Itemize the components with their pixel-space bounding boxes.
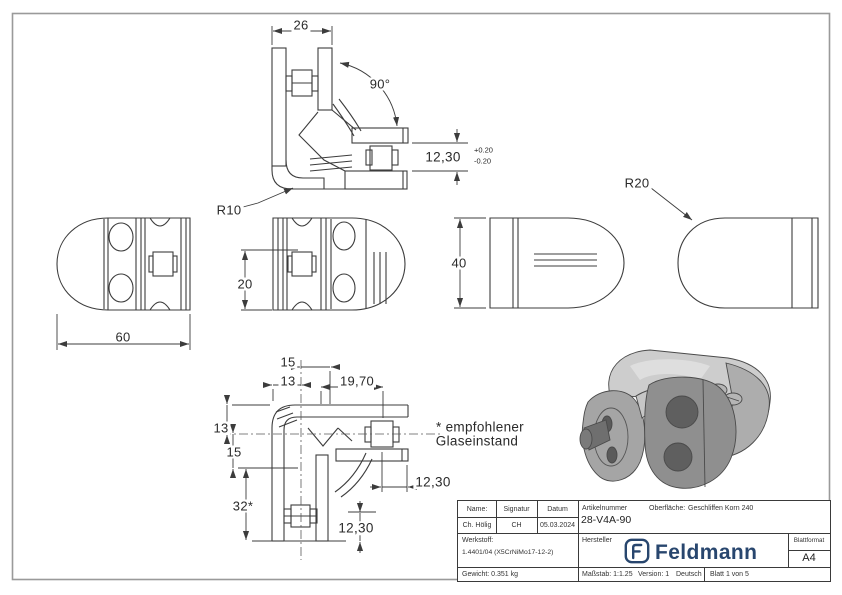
dim-bot-15-left: 15 — [224, 444, 244, 460]
dim-mid-height: 20 — [235, 276, 255, 292]
dims-bottom-section — [223, 363, 419, 553]
dim-top-angle: 90° — [367, 76, 393, 92]
glass-inset-note-line2: Glaseinstand — [435, 433, 519, 449]
dim-bot-12-30-bottom: 12,30 — [336, 520, 376, 536]
dim-bot-19-70: 19,70 — [337, 373, 377, 389]
dim-top-radius: R10 — [214, 202, 244, 218]
view-side-r20 — [677, 217, 819, 309]
dims-side-r20 — [650, 187, 693, 221]
title-block: Name: Signatur Datum Ch. Hölig CH 05.03.… — [457, 500, 831, 582]
brand-logo-icon — [624, 538, 650, 564]
hersteller-label: Hersteller — [582, 537, 612, 544]
view-front-section — [271, 47, 409, 190]
signatur-label: Signatur — [503, 505, 530, 513]
view-isometric — [579, 349, 771, 489]
oberflaeche-value: Geschliffen Korn 240 — [688, 505, 754, 512]
werkstoff-label: Werkstoff: — [462, 537, 494, 544]
name-label: Name: — [466, 505, 488, 513]
datum-value: 05.03.2024 — [539, 521, 576, 529]
dim-top-gap: 12,30 — [423, 149, 463, 165]
blattformat-label: Blattformat — [793, 537, 825, 545]
dim-top-gap-tol-minus: -0.20 — [474, 156, 492, 166]
sprache-value: Deutsch — [676, 571, 702, 578]
blatt-value: Blatt 1 von 5 — [710, 571, 749, 578]
datum-label: Datum — [547, 505, 568, 513]
dim-bot-12-30-right: 12,30 — [413, 474, 453, 490]
werkstoff-value: 1.4401/04 (X5CrNiMo17-12-2) — [462, 549, 554, 556]
dim-left-width: 60 — [113, 329, 133, 345]
dim-top-gap-tol-plus: +0.20 — [474, 145, 493, 155]
name-value: Ch. Hölig — [462, 521, 492, 529]
view-left — [56, 217, 191, 311]
artikelnummer-label: Artikelnummer — [582, 505, 628, 512]
view-side-40 — [489, 217, 625, 309]
dim-right-radius: R20 — [622, 175, 652, 191]
gewicht-value: Gewicht: 0.351 kg — [462, 571, 519, 578]
massstab-value: Maßstab: 1:1.25 — [582, 571, 633, 578]
dim-bot-13-top: 13 — [278, 373, 298, 389]
dim-top-width: 26 — [291, 17, 311, 33]
oberflaeche-label: Oberfläche: — [649, 505, 686, 512]
centerlines-bottom — [222, 360, 440, 560]
dim-bot-15-top: 15 — [278, 354, 298, 370]
sheet-frame — [11, 12, 831, 581]
brand-name: Feldmann — [655, 541, 758, 564]
blattformat-value: A4 — [802, 552, 816, 564]
signatur-value: CH — [511, 521, 522, 529]
artikelnummer-value: 28-V4A-90 — [581, 514, 632, 526]
view-middle — [272, 217, 406, 311]
version-value: Version: 1 — [638, 571, 670, 578]
dim-bot-32: 32* — [230, 498, 256, 514]
dim-bot-13-left: 13 — [211, 420, 231, 436]
dims-front-section — [242, 26, 468, 208]
glass-inset-note-line1: * empfohlener — [436, 419, 524, 435]
dim-side-height: 40 — [449, 255, 469, 271]
dims-left — [56, 314, 191, 350]
